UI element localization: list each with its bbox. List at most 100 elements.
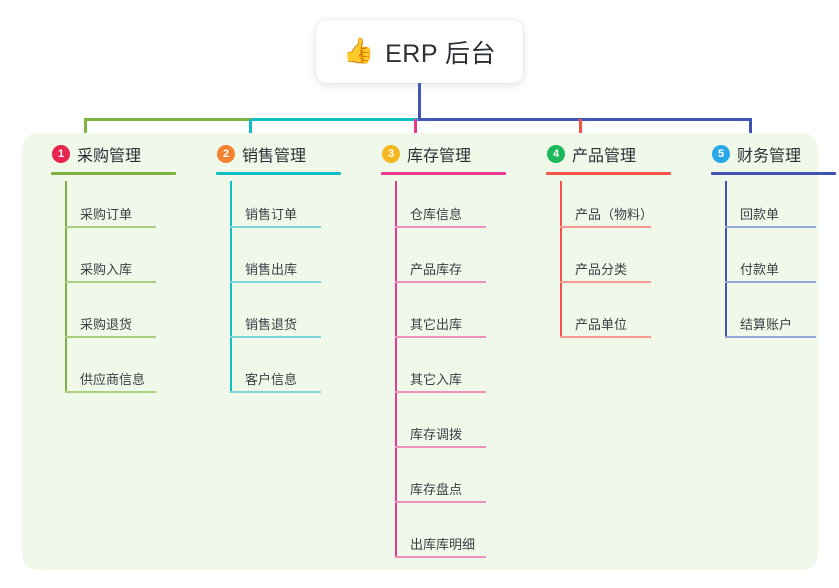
column-items-3: 仓库信息产品库存其它出库其它入库库存调拨库存盘点出库库明细 xyxy=(366,181,531,566)
tree-item[interactable]: 其它入库 xyxy=(366,346,531,401)
column-5: 5 财务管理回款单付款单结算账户 xyxy=(696,133,839,346)
tree-item-label: 采购退货 xyxy=(80,317,133,332)
tree-item-label: 供应商信息 xyxy=(80,372,146,387)
tree-item-label: 结算账户 xyxy=(740,317,793,332)
tree-item-underline xyxy=(230,336,321,338)
tree-item-label: 其它入库 xyxy=(410,372,463,387)
tree-item-underline xyxy=(395,281,486,283)
tree-item-label: 采购入库 xyxy=(80,262,133,277)
column-spine-3 xyxy=(395,181,397,558)
column-header-5[interactable]: 5 财务管理 xyxy=(696,133,839,175)
tree-item[interactable]: 回款单 xyxy=(696,181,839,236)
tree-item-label: 产品分类 xyxy=(575,262,628,277)
tree-item-label: 仓库信息 xyxy=(410,207,463,222)
column-title-1: 采购管理 xyxy=(77,148,142,165)
column-badge-1: 1 xyxy=(52,145,70,163)
tree-item[interactable]: 产品（物料） xyxy=(531,181,696,236)
tree-item[interactable]: 库存调拨 xyxy=(366,401,531,456)
thumbs-up-icon: 👍 xyxy=(342,37,375,65)
column-title-3: 库存管理 xyxy=(407,148,472,165)
tree-item-underline xyxy=(230,391,321,393)
tree-item[interactable]: 仓库信息 xyxy=(366,181,531,236)
column-underline-2 xyxy=(216,172,341,175)
tree-item-label: 付款单 xyxy=(740,262,780,277)
tree-item[interactable]: 产品单位 xyxy=(531,291,696,346)
tree-item-underline xyxy=(65,226,156,228)
tree-item[interactable]: 结算账户 xyxy=(696,291,839,346)
tree-item-label: 产品（物料） xyxy=(575,207,654,222)
tree-item-underline xyxy=(725,226,816,228)
tree-item[interactable]: 付款单 xyxy=(696,236,839,291)
tree-item[interactable]: 供应商信息 xyxy=(36,346,201,401)
tree-item-label: 客户信息 xyxy=(245,372,298,387)
column-badge-2: 2 xyxy=(217,145,235,163)
column-badge-4: 4 xyxy=(547,145,565,163)
column-4: 4 产品管理产品（物料） 产品分类产品单位 xyxy=(531,133,696,346)
column-spine-2 xyxy=(230,181,232,393)
tree-item[interactable]: 产品库存 xyxy=(366,236,531,291)
tree-item-underline xyxy=(725,336,816,338)
tree-item-underline xyxy=(395,556,486,558)
tree-item-underline xyxy=(395,446,486,448)
tree-item-underline xyxy=(395,391,486,393)
column-spine-5 xyxy=(725,181,727,338)
tree-item-underline xyxy=(560,336,651,338)
column-items-2: 销售订单销售出库销售退货客户信息 xyxy=(201,181,366,401)
column-2: 2 销售管理销售订单销售出库销售退货客户信息 xyxy=(201,133,366,401)
diagram-panel xyxy=(22,133,818,570)
tree-item-label: 库存盘点 xyxy=(410,482,463,497)
column-header-2[interactable]: 2 销售管理 xyxy=(201,133,366,175)
tree-item[interactable]: 采购退货 xyxy=(36,291,201,346)
tree-item-underline xyxy=(230,281,321,283)
column-header-1[interactable]: 1 采购管理 xyxy=(36,133,201,175)
column-1: 1 采购管理采购订单采购入库采购退货供应商信息 xyxy=(36,133,201,401)
column-items-1: 采购订单采购入库采购退货供应商信息 xyxy=(36,181,201,401)
tree-item-label: 产品库存 xyxy=(410,262,463,277)
tree-item[interactable]: 库存盘点 xyxy=(366,456,531,511)
tree-item[interactable]: 销售出库 xyxy=(201,236,366,291)
tree-item[interactable]: 产品分类 xyxy=(531,236,696,291)
tree-item-label: 销售订单 xyxy=(245,207,298,222)
column-spine-1 xyxy=(65,181,67,393)
column-container: 1 采购管理采购订单采购入库采购退货供应商信息 2 销售管理销售订单销售出库销售退货客… xyxy=(22,133,836,570)
tree-item-label: 销售出库 xyxy=(245,262,298,277)
tree-item[interactable]: 销售退货 xyxy=(201,291,366,346)
tree-item-underline xyxy=(65,391,156,393)
tree-item[interactable]: 其它出库 xyxy=(366,291,531,346)
tree-item-underline xyxy=(560,226,651,228)
column-header-4[interactable]: 4 产品管理 xyxy=(531,133,696,175)
tree-item[interactable]: 采购订单 xyxy=(36,181,201,236)
tree-item[interactable]: 出库库明细 xyxy=(366,511,531,566)
column-3: 3 库存管理仓库信息产品库存其它出库其它入库库存调拨库存盘点出库库明细 xyxy=(366,133,531,566)
tree-item[interactable]: 采购入库 xyxy=(36,236,201,291)
tree-item-label: 产品单位 xyxy=(575,317,628,332)
column-header-3[interactable]: 3 库存管理 xyxy=(366,133,531,175)
tree-item-label: 其它出库 xyxy=(410,317,463,332)
tree-item[interactable]: 客户信息 xyxy=(201,346,366,401)
column-items-4: 产品（物料） 产品分类产品单位 xyxy=(531,181,696,346)
tree-item-label: 出库库明细 xyxy=(410,537,476,552)
column-badge-5: 5 xyxy=(712,145,730,163)
tree-item-underline xyxy=(65,336,156,338)
column-underline-4 xyxy=(546,172,671,175)
tree-item-underline xyxy=(65,281,156,283)
column-underline-5 xyxy=(711,172,836,175)
column-items-5: 回款单付款单结算账户 xyxy=(696,181,839,346)
column-underline-3 xyxy=(381,172,506,175)
column-title-2: 销售管理 xyxy=(242,148,307,165)
tree-item-underline xyxy=(560,281,651,283)
column-spine-4 xyxy=(560,181,562,338)
tree-item-underline xyxy=(395,336,486,338)
column-title-4: 产品管理 xyxy=(572,148,637,165)
tree-item-underline xyxy=(395,501,486,503)
root-node-card[interactable]: 👍 ERP 后台 xyxy=(316,20,523,83)
tree-item[interactable]: 销售订单 xyxy=(201,181,366,236)
column-badge-3: 3 xyxy=(382,145,400,163)
tree-item-label: 销售退货 xyxy=(245,317,298,332)
tree-item-label: 回款单 xyxy=(740,207,780,222)
root-node-title: ERP 后台 xyxy=(385,39,497,68)
tree-item-label: 库存调拨 xyxy=(410,427,463,442)
tree-item-underline xyxy=(395,226,486,228)
column-title-5: 财务管理 xyxy=(737,148,802,165)
